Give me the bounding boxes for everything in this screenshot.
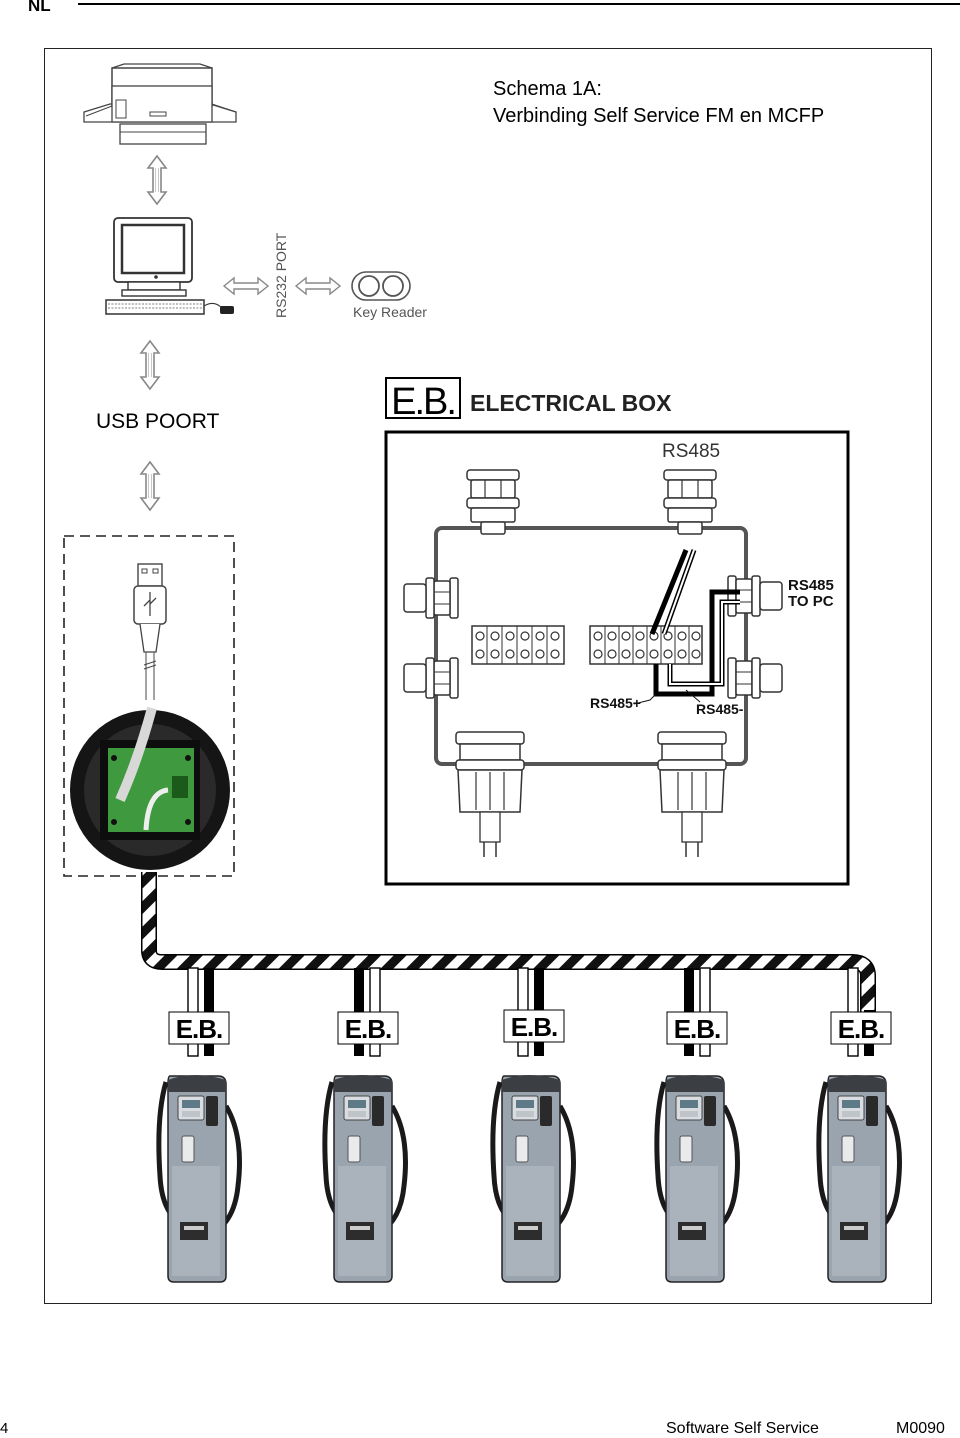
printer-icon — [83, 63, 237, 145]
electrical-box-logo: E.B. — [385, 377, 461, 423]
eb-tag-3-label: E.B. — [511, 1012, 558, 1042]
usb-plug-icon — [133, 563, 167, 700]
terminal-block-right — [589, 625, 703, 665]
left-gland-lower — [403, 657, 459, 699]
right-gland-upper — [727, 575, 783, 617]
rs485-to-pc-label-line2: TO PC — [788, 593, 834, 610]
rs485-to-pc-label-line1: RS485 — [788, 577, 834, 594]
fuel-pump-5 — [819, 1075, 900, 1282]
fuel-pump-2 — [325, 1075, 406, 1282]
page-number: 4 — [0, 1420, 9, 1437]
eb-logo-text: E.B. — [391, 381, 455, 423]
eb-tag-1 — [168, 1011, 230, 1045]
document-title: Software Self Service — [666, 1420, 819, 1437]
pumps-layer: E.B. E.B. E.B. E.B. E.B. — [159, 967, 900, 1282]
fuel-pump-4 — [657, 1075, 738, 1282]
key-reader-label: Key Reader — [353, 304, 427, 320]
pc-usb-arrow-icon — [140, 340, 160, 390]
rs485-wires — [649, 549, 740, 697]
rs485-label: RS485 — [662, 441, 720, 462]
eb-tag-3 — [503, 1009, 565, 1043]
header-rule — [78, 3, 960, 5]
usb-poort-label: USB POORT — [96, 410, 220, 433]
right-gland-lower — [727, 657, 783, 699]
language-label: NL — [28, 0, 51, 15]
diagram-title: Schema 1A: Verbinding Self Service FM en… — [493, 76, 824, 130]
eb-tag-4-label: E.B. — [674, 1014, 721, 1044]
twisted-bus-cable — [141, 872, 876, 1016]
rs232-port-label: RS232 PORT — [273, 232, 289, 318]
electrical-box-title: ELECTRICAL BOX — [470, 390, 672, 416]
reader-board-icon — [70, 706, 230, 870]
eb-tag-2-label: E.B. — [345, 1014, 392, 1044]
title-line-2: Verbinding Self Service FM en MCFP — [493, 105, 825, 127]
diagram-frame — [44, 48, 932, 1304]
fuel-pump-3 — [493, 1075, 574, 1282]
eb-tag-2 — [337, 1011, 399, 1045]
fuel-pump-1 — [159, 1075, 240, 1282]
eb-tag-4 — [666, 1011, 728, 1045]
rs485-plus-label: RS485+ — [590, 695, 641, 711]
document-code: M0090 — [896, 1420, 945, 1437]
rs485-minus-label: RS485- — [696, 701, 744, 717]
rs232-keyreader-arrow-icon — [295, 277, 341, 295]
pc-rs232-arrow-icon — [223, 277, 269, 295]
left-gland-upper — [403, 577, 459, 619]
title-line-1: Schema 1A: — [493, 78, 602, 100]
eb-tag-1-label: E.B. — [176, 1014, 223, 1044]
printer-pc-arrow-icon — [147, 155, 167, 205]
eb-tag-5 — [830, 1011, 892, 1045]
terminal-block-left — [471, 625, 565, 665]
computer-icon — [105, 217, 234, 315]
eb-tag-5-label: E.B. — [838, 1014, 885, 1044]
key-reader-icon — [351, 271, 411, 301]
usb-reader-arrow-icon — [140, 461, 160, 511]
